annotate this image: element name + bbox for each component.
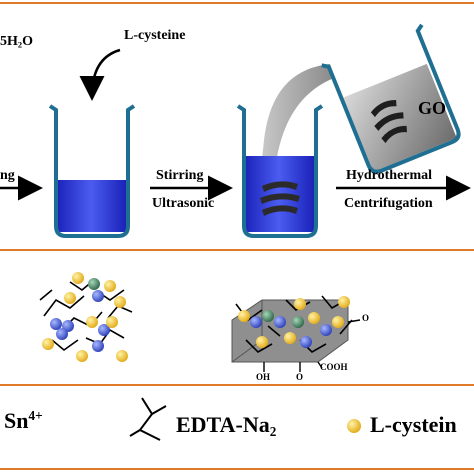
oh-label: OH [256,372,271,382]
lcysteine-sphere [284,332,296,344]
beaker-1-solution [56,180,126,232]
step-2-label-bottom: Centrifugation [344,196,433,211]
go-beaker-tilted [321,23,461,174]
lcysteine-sphere [114,296,126,308]
cluster-edta-linkers [39,279,133,352]
lcysteine-sphere [294,298,306,310]
legend-sn: Sn4+ [4,408,43,433]
sn-sphere [88,278,100,290]
functional-group-bonds [263,319,361,372]
lcysteine-arrow [79,48,121,101]
lcysteine-sphere [116,350,128,362]
lcysteine-sphere [106,316,118,328]
lcysteine-sphere [86,316,98,328]
sn-sphere [92,290,104,302]
frame-bottom-line [0,468,474,470]
lcysteine-sphere [256,336,268,348]
sn-sphere [50,318,62,330]
lcysteine-sphere [42,338,54,350]
step-2-label-top: Hydrothermal [346,168,433,183]
sn-sphere [292,316,304,328]
sn-sphere [92,340,104,352]
sn-sphere [262,310,274,322]
sn-sphere [274,316,286,328]
lcysteine-sphere [332,316,344,328]
composite-spheres [238,296,350,348]
frame-divider-bottom [0,384,474,386]
lcysteine-sphere [104,280,116,292]
legend-lcysteine: L-cystein [370,412,457,437]
o-label-right: O [362,313,370,323]
lcysteine-sphere [238,310,250,322]
frame-top-line [0,2,474,4]
legend-edta: EDTA-Na2 [176,412,277,439]
reagent-formula: 5H2O [0,34,33,50]
lcysteine-sphere [76,350,88,362]
beaker-1 [48,104,136,238]
go-sheets-in-beaker [370,99,407,144]
lcysteine-sphere [308,312,320,324]
lcysteine-sphere [72,272,84,284]
legend-lcysteine-icon [347,419,361,433]
lcysteine-sphere [64,292,76,304]
cooh-label: COOH [320,362,348,372]
sn-sphere [320,324,332,336]
sn-sphere [98,324,110,336]
sn-sphere [56,328,68,340]
legend-edta-icon [129,397,167,441]
sn-sphere [300,336,312,348]
lcysteine-reagent-label: L-cysteine [124,28,186,43]
step-1-label-bottom: Ultrasonic [152,196,215,211]
o-label-bottom: O [296,372,304,382]
frame-divider-top [0,249,474,251]
beaker-2 [236,104,324,238]
go-label: GO [418,98,447,118]
step-1-label-top: Stirring [156,168,204,183]
sn-sphere [250,316,262,328]
left-step-label: ng [0,168,15,183]
lcysteine-sphere [338,296,350,308]
go-sheets-in-solution [260,181,300,216]
cluster-left-spheres [42,272,128,362]
